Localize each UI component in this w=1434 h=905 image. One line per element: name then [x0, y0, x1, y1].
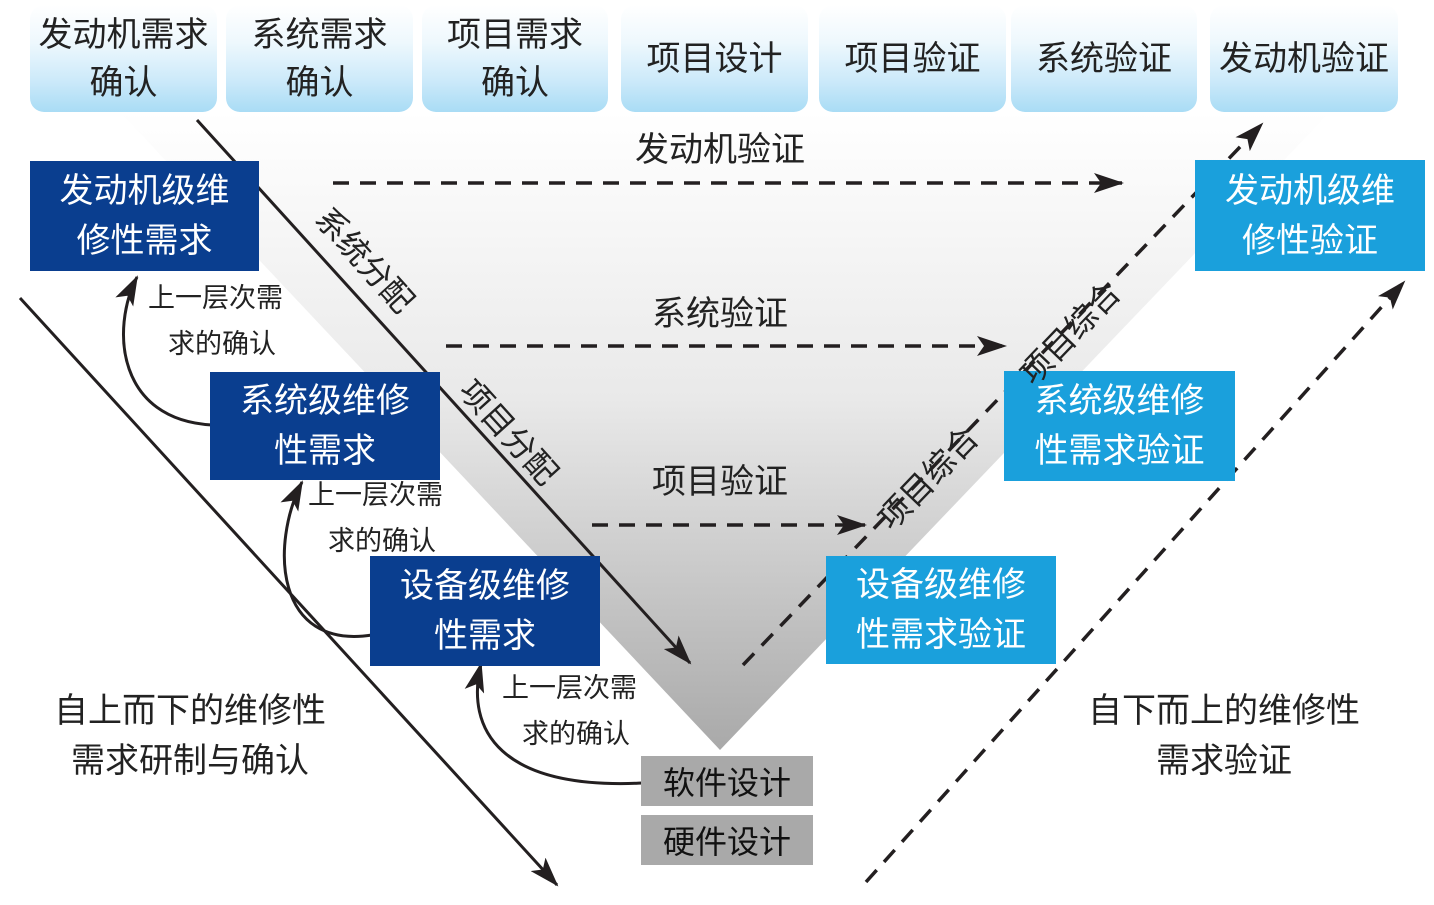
phase-tab-label: 确认	[481, 62, 549, 103]
software-design-box: 软件设计	[641, 756, 813, 806]
engine-requirement-box: 发动机级维 修性需求	[30, 161, 259, 271]
box-line: 性需求验证	[856, 615, 1026, 655]
confirm-note-system: 上一层次需 求的确认	[308, 473, 443, 565]
confirm-note-line: 上一层次需	[148, 283, 283, 314]
box-line: 发动机级维	[1225, 170, 1395, 211]
phase-tab-engine-requirement-confirmation: 发动机需求 确认	[30, 5, 217, 112]
box-line: 性需求	[274, 431, 376, 471]
phase-tab-engine-verification: 发动机验证	[1210, 5, 1398, 112]
equipment-verification-box: 设备级维修 性需求验证	[826, 556, 1056, 664]
phase-tab-item-verification: 项目验证	[819, 5, 1006, 112]
phase-tab-item-design: 项目设计	[621, 5, 808, 112]
bottom-up-note: 自下而上的维修性 需求验证	[1088, 686, 1360, 786]
confirm-note-line: 上一层次需	[308, 480, 443, 511]
phase-tab-label: 系统验证	[1036, 38, 1172, 79]
top-down-note: 自上而下的维修性 需求研制与确认	[54, 686, 326, 786]
box-line: 修性需求	[76, 221, 213, 261]
phase-tab-label: 项目需求	[447, 14, 583, 55]
box-line: 修性验证	[1242, 220, 1378, 261]
box-line: 设备级维修	[400, 566, 570, 606]
confirm-arrow-engine	[115, 275, 213, 427]
integration-arrow	[741, 122, 1264, 667]
equipment-requirement-box: 设备级维修 性需求	[370, 556, 600, 666]
confirm-note-line: 求的确认	[168, 329, 276, 360]
confirm-arrow-system	[280, 480, 373, 638]
phase-tab-label: 发动机验证	[1219, 38, 1389, 79]
box-line: 系统级维修	[240, 381, 410, 421]
phase-tab-item-requirement-confirmation: 项目需求 确认	[422, 5, 608, 112]
top-down-note-line: 需求研制与确认	[71, 741, 309, 781]
top-down-note-line: 自上而下的维修性	[54, 691, 326, 731]
box-line: 性需求验证	[1034, 431, 1205, 471]
box-line: 发动机级维	[59, 171, 230, 211]
v-shape	[120, 112, 1330, 750]
phase-tab-label: 系统需求	[251, 14, 388, 55]
box-line: 设备级维修	[856, 565, 1026, 605]
engine-verification-box: 发动机级维 修性验证	[1195, 160, 1425, 271]
phase-tab-system-verification: 系统验证	[1011, 5, 1197, 112]
engine-verification-label: 发动机验证	[635, 130, 805, 170]
phase-tab-label: 确认	[285, 62, 354, 103]
system-verification-label: 系统验证	[652, 294, 788, 334]
item-verification-label: 项目验证	[652, 462, 788, 502]
phase-tab-label: 项目验证	[844, 38, 981, 79]
box-line: 系统级维修	[1034, 381, 1205, 421]
box-line: 性需求	[434, 616, 536, 656]
phase-tab-label: 确认	[89, 62, 158, 103]
system-requirement-box: 系统级维修 性需求	[210, 372, 440, 480]
confirm-arrow-equipment	[464, 662, 644, 786]
allocation-arrow	[195, 118, 692, 665]
confirm-note-line: 求的确认	[522, 719, 630, 750]
phase-tab-label: 项目设计	[646, 38, 783, 79]
confirm-note-line: 上一层次需	[502, 673, 637, 704]
system-verification-box: 系统级维修 性需求验证	[1004, 371, 1235, 481]
bottom-up-note-line: 自下而上的维修性	[1088, 691, 1360, 731]
phase-tab-label: 发动机需求	[38, 14, 209, 55]
confirm-note-line: 求的确认	[328, 526, 436, 557]
hardware-design-box: 硬件设计	[641, 815, 813, 865]
confirm-note-engine: 上一层次需 求的确认	[148, 276, 283, 368]
phase-tab-system-requirement-confirmation: 系统需求 确认	[226, 5, 413, 112]
confirm-note-equipment: 上一层次需 求的确认	[502, 666, 637, 758]
bottom-up-note-line: 需求验证	[1156, 741, 1292, 781]
